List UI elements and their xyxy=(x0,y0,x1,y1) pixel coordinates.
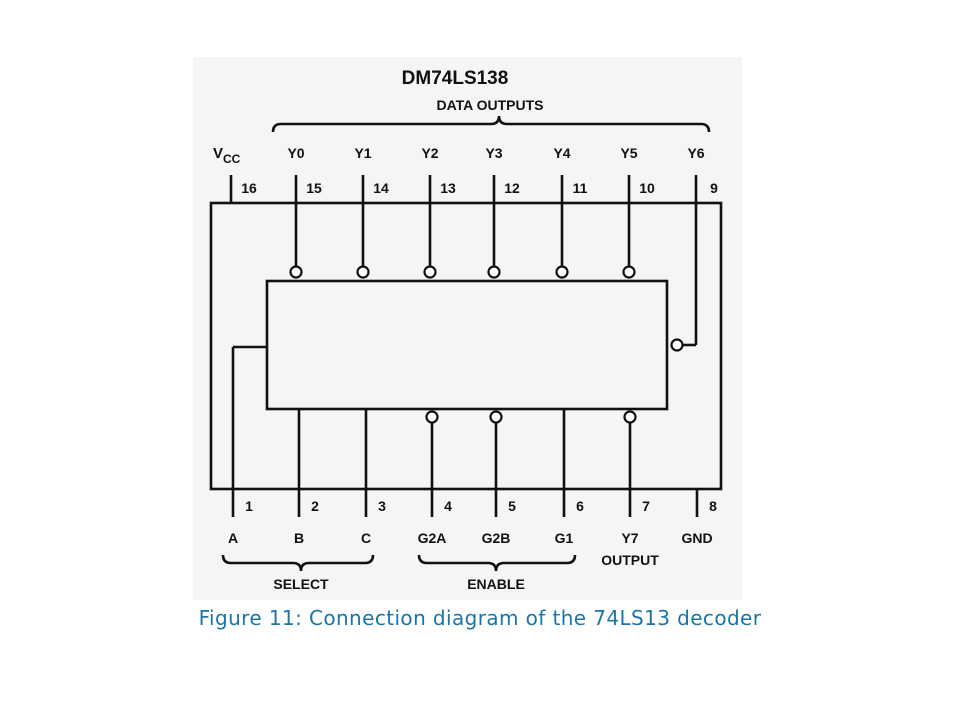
signal-label-g2b: G2B xyxy=(482,530,511,546)
pin-number-1: 1 xyxy=(245,498,253,514)
pin-number-14: 14 xyxy=(373,180,389,196)
connection-diagram: DM74LS138 DATA OUTPUTS VCC 16Y015Y114Y21… xyxy=(209,68,723,592)
output-bubble-y7 xyxy=(623,410,637,424)
pin-number-16: 16 xyxy=(241,180,257,196)
output-bubble-y3 xyxy=(487,265,501,279)
package-outline xyxy=(209,201,723,491)
pin-number-15: 15 xyxy=(306,180,322,196)
signal-label-y1: Y1 xyxy=(354,145,371,161)
signal-label-y6: Y6 xyxy=(687,145,704,161)
signal-label-b: B xyxy=(294,530,304,546)
top-pin-labels: 16 Y0 15 Y1 14 Y2 13 Y3 12 Y4 11 Y5 10 Y6 9 xyxy=(241,145,718,196)
pin-number-4: 4 xyxy=(444,498,452,514)
pin-number-10: 10 xyxy=(639,180,655,196)
pin-number-5: 5 xyxy=(508,498,516,514)
signal-label-y2: Y2 xyxy=(421,145,438,161)
pin-number-2: 2 xyxy=(311,498,319,514)
pin-number-3: 3 xyxy=(378,498,386,514)
signal-label-g2a: G2A xyxy=(418,530,447,546)
data-outputs-label: DATA OUTPUTS xyxy=(436,97,543,113)
signal-label-y3: Y3 xyxy=(485,145,502,161)
pin-number-9: 9 xyxy=(710,180,718,196)
output-bubble-y6 xyxy=(670,338,684,352)
output-bubble-y1 xyxy=(356,265,370,279)
enable-brace xyxy=(417,554,577,572)
pin-number-12: 12 xyxy=(504,180,520,196)
signal-label-a: A xyxy=(228,530,238,546)
pin-number-13: 13 xyxy=(440,180,456,196)
signal-label-y7: Y7 xyxy=(621,530,638,546)
pin-number-11: 11 xyxy=(573,180,588,196)
enable-label: ENABLE xyxy=(467,576,525,592)
figure-caption: Figure 11: Connection diagram of the 74L… xyxy=(198,606,762,630)
signal-label-gnd: GND xyxy=(681,530,712,546)
enable-bubble-g2a xyxy=(425,410,439,424)
signal-label-y5: Y5 xyxy=(620,145,637,161)
enable-bubble-g2b xyxy=(489,410,503,424)
output-label: OUTPUT xyxy=(601,552,659,568)
signal-label-y4: Y4 xyxy=(553,145,570,161)
output-bubble-y2 xyxy=(423,265,437,279)
vcc-label: VCC xyxy=(213,145,241,166)
signal-label-y0: Y0 xyxy=(287,145,304,161)
pin-number-6: 6 xyxy=(576,498,584,514)
signal-label-c: C xyxy=(361,530,371,546)
chip-name: DM74LS138 xyxy=(402,68,509,89)
data-outputs-brace xyxy=(271,115,711,133)
output-bubble-y4 xyxy=(555,265,569,279)
select-brace xyxy=(221,554,375,572)
signal-label-g1: G1 xyxy=(555,530,574,546)
output-bubble-y0 xyxy=(289,265,303,279)
pin-wires xyxy=(229,175,699,517)
output-bubble-y5 xyxy=(622,265,636,279)
pin-number-8: 8 xyxy=(709,498,717,514)
pin-number-7: 7 xyxy=(642,498,650,514)
select-label: SELECT xyxy=(273,576,329,592)
decoder-body xyxy=(265,279,669,411)
